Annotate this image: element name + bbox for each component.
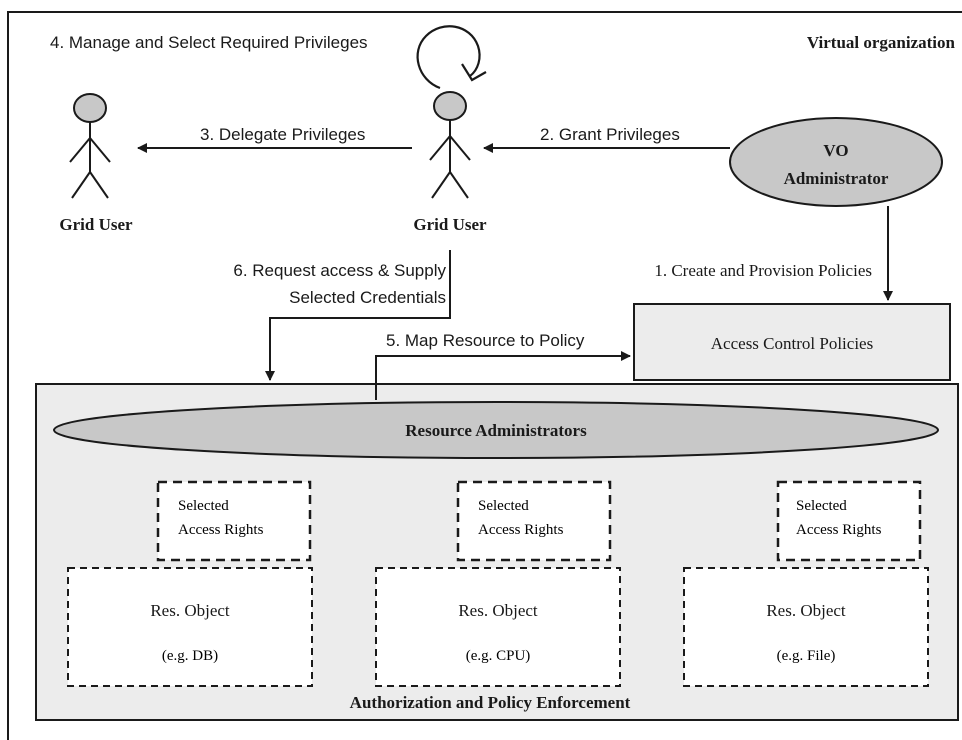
step2-label: 2. Grant Privileges [540, 125, 680, 144]
request-access-arrow [265, 250, 451, 381]
enforcement-label: Authorization and Policy Enforcement [350, 693, 631, 712]
step6-label-line2: Selected Credentials [289, 288, 446, 307]
step4-label: 4. Manage and Select Required Privileges [50, 33, 368, 52]
selected-access-rights-line2: Access Rights [478, 522, 564, 538]
vo-administrator-line2: Administrator [784, 169, 889, 188]
access-control-policies-box [633, 303, 951, 381]
resource-administrators-label: Resource Administrators [405, 421, 587, 440]
grid-user-center-figure [429, 91, 471, 199]
self-loop-arrow [416, 25, 481, 90]
step5-label: 5. Map Resource to Policy [386, 331, 585, 350]
access-control-policies-label: Access Control Policies [711, 334, 873, 353]
step6-label-line1: 6. Request access & Supply [233, 261, 446, 280]
resource-column-cpu: Selected Access Rights Res. Object (e.g.… [375, 480, 621, 687]
resource-column-file: Selected Access Rights Res. Object (e.g.… [683, 480, 929, 687]
resource-object-label: Res. Object [150, 601, 230, 620]
resource-column-db: Selected Access Rights Res. Object (e.g.… [67, 480, 313, 687]
vo-administrator-node [729, 117, 943, 207]
resource-object-box [375, 567, 621, 687]
resource-object-example: (e.g. DB) [162, 648, 218, 664]
grid-user-left-figure [69, 93, 111, 199]
vo-administrator-line1: VO [823, 141, 848, 160]
step1-label: 1. Create and Provision Policies [654, 261, 872, 280]
selected-access-rights-line2: Access Rights [796, 522, 882, 538]
virtual-organization-label: Virtual organization [807, 33, 956, 52]
selected-access-rights-line1: Selected [796, 498, 847, 514]
selected-access-rights-box [776, 480, 922, 562]
resource-object-box [683, 567, 929, 687]
selected-access-rights-box [156, 480, 312, 562]
map-resource-arrow [375, 351, 631, 400]
resource-object-box [67, 567, 313, 687]
grid-user-left-label: Grid User [59, 215, 133, 234]
resource-object-label: Res. Object [766, 601, 846, 620]
resource-administrators-node [53, 401, 939, 459]
selected-access-rights-line2: Access Rights [178, 522, 264, 538]
grid-user-center-label: Grid User [413, 215, 487, 234]
step3-label: 3. Delegate Privileges [200, 125, 365, 144]
selected-access-rights-line1: Selected [178, 498, 229, 514]
resource-object-label: Res. Object [458, 601, 538, 620]
selected-access-rights-box [456, 480, 612, 562]
virtual-organization-frame [7, 11, 962, 740]
resource-object-example: (e.g. CPU) [466, 648, 531, 664]
resource-object-example: (e.g. File) [777, 648, 836, 664]
self-loop-arrowhead [461, 63, 487, 82]
selected-access-rights-line1: Selected [478, 498, 529, 514]
